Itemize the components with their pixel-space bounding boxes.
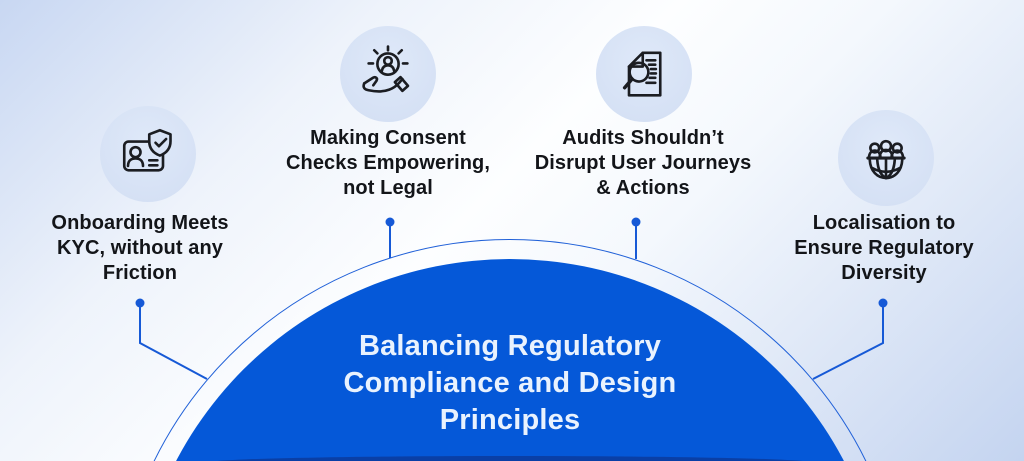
title-line: Principles: [439, 404, 581, 436]
item-label-localisation: Localisation to Ensure Regulatory Divers…: [774, 211, 994, 286]
label-line: & Actions: [596, 177, 690, 199]
connector-dot: [385, 217, 395, 227]
item-label-consent: Making Consent Checks Empowering, not Le…: [268, 126, 508, 201]
label-line: Checks Empowering,: [285, 152, 491, 174]
hand-user-icon: [362, 45, 410, 93]
icon-circle-audits: [596, 26, 692, 122]
label-line: Localisation to: [812, 212, 956, 234]
title-line: Compliance and Design: [343, 367, 677, 399]
title-line: Balancing Regulatory: [358, 330, 662, 362]
label-line: Making Consent: [310, 127, 466, 149]
connector-dot: [878, 298, 888, 308]
document-magnifier-icon: [622, 51, 662, 97]
id-card-shield-icon: [122, 128, 172, 172]
globe-people-icon: [866, 139, 906, 180]
connector-line: [139, 307, 208, 380]
connector-line: [812, 307, 884, 380]
label-line: Audits Shouldn’t: [562, 127, 724, 149]
page-title: Balancing Regulatory Compliance and Desi…: [290, 328, 730, 439]
label-line: Friction: [102, 262, 178, 284]
item-label-audits: Audits Shouldn’t Disrupt User Journeys &…: [518, 126, 768, 201]
item-label-onboarding: Onboarding Meets KYC, without any Fricti…: [30, 211, 250, 286]
label-line: Diversity: [841, 262, 927, 284]
label-line: Onboarding Meets: [51, 212, 229, 234]
connector-dot: [631, 217, 641, 227]
bottom-dark-arc: [210, 456, 810, 461]
icon-circle-consent: [340, 26, 436, 122]
icon-circle-localisation: [838, 110, 934, 206]
connector-dot: [135, 298, 145, 308]
icon-circle-onboarding: [100, 106, 196, 202]
label-line: Ensure Regulatory: [794, 237, 974, 259]
label-line: not Legal: [343, 177, 433, 199]
label-line: KYC, without any: [56, 237, 224, 259]
label-line: Disrupt User Journeys: [534, 152, 752, 174]
